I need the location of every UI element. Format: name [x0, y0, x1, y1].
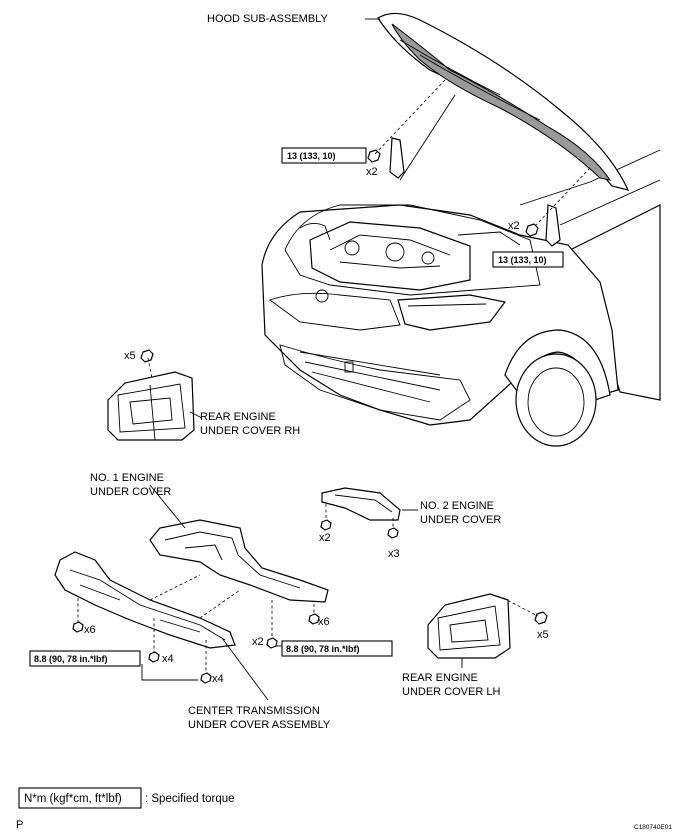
torque-box-hood-right: 13 (133, 10) [492, 251, 564, 268]
label-center-trans-line2: UNDER COVER ASSEMBLY [188, 719, 331, 731]
lh-cover-bolt-leader [502, 597, 539, 617]
qty-no2-right: x3 [388, 548, 400, 560]
qty-hood-left: x2 [366, 166, 378, 178]
center-transmission-label-leader [221, 637, 269, 701]
label-center-trans-line1: CENTER TRANSMISSION [188, 705, 320, 717]
torque-box-under-left: 8.8 (90, 78 in.*lbf) [29, 650, 141, 667]
rh-cover-label-leader [189, 411, 203, 419]
legend-unit-box-text: N*m (kgf*cm, ft*lbf) [24, 793, 122, 805]
center-to-no1-link-a [149, 574, 201, 601]
no2-engine-under-cover-part [321, 487, 401, 521]
label-hood-sub-assembly: HOOD SUB-ASSEMBLY [207, 13, 328, 25]
torque-box-hood-left: 13 (133, 10) [281, 147, 367, 164]
torque-hood-left: 13 (133, 10) [287, 151, 336, 161]
qty-no1-left: x6 [84, 624, 96, 636]
no1-cover-label-leader [149, 484, 186, 529]
torque-hood-right: 13 (133, 10) [498, 255, 547, 265]
figure-code: C180740E01 [634, 824, 672, 831]
qty-no2-left: x2 [319, 532, 331, 544]
label-no2-line2: UNDER COVER [420, 514, 501, 526]
under-left-torque-bracket [141, 664, 198, 681]
rh-cover-bolt-leader [147, 357, 153, 379]
torque-box-under-right: 8.8 (90, 78 in.*lbf) [281, 640, 393, 657]
qty-no1-right: x6 [318, 616, 330, 628]
hood-sub-assembly-part [365, 12, 630, 191]
rear-engine-under-cover-rh-part [107, 371, 195, 441]
no1-engine-under-cover-part [149, 519, 329, 603]
qty-no1-mid: x2 [252, 636, 264, 648]
hood-bolt-right-leader [534, 167, 591, 227]
no2-cover-bolt-right-icon [387, 527, 399, 539]
hood-bolt-left-icon [367, 149, 381, 163]
rear-engine-under-cover-lh-part [427, 593, 511, 659]
label-no1-line2: UNDER COVER [90, 486, 171, 498]
qty-lh-cover: x5 [537, 629, 549, 641]
no2-cover-bolt-left-icon [320, 519, 332, 531]
ctr-cover-bolt-a-icon [148, 651, 160, 663]
torque-under-right: 8.8 (90, 78 in.*lbf) [286, 644, 360, 654]
no1-cover-bolt-mid-icon [266, 637, 278, 649]
label-rear-lh-line1: REAR ENGINE [402, 672, 478, 684]
lh-cover-bolt-icon [534, 611, 548, 625]
hood-bolt-right-icon [525, 223, 539, 237]
center-transmission-under-cover-part [54, 551, 236, 649]
label-no1-line1: NO. 1 ENGINE [90, 472, 164, 484]
rh-cover-bolt-icon [140, 349, 154, 363]
qty-rh-cover: x5 [124, 350, 136, 362]
no1-cover-bolt-right-icon [308, 613, 320, 625]
center-to-no1-link-b [199, 589, 241, 619]
hood-bolt-left-leader [374, 79, 446, 155]
qty-ctr-b: x4 [212, 673, 224, 685]
hood-hinge-left [389, 137, 405, 179]
label-rear-lh-line2: UNDER COVER LH [402, 686, 500, 698]
no1-cover-bolt-left-icon [72, 621, 84, 633]
corner-letter: P [16, 819, 23, 831]
no2-cover-bolt-leaders [325, 504, 394, 528]
legend-description: : Specified torque [145, 793, 235, 805]
label-rear-rh-line2: UNDER COVER RH [200, 425, 300, 437]
qty-hood-right: x2 [508, 220, 520, 232]
torque-under-left: 8.8 (90, 78 in.*lbf) [34, 654, 108, 664]
ctr-cover-bolt-b-icon [200, 672, 212, 684]
label-rear-rh-line1: REAR ENGINE [200, 411, 276, 423]
label-no2-line1: NO. 2 ENGINE [420, 500, 494, 512]
qty-ctr-a: x4 [162, 653, 174, 665]
hood-hinge-right [545, 204, 561, 247]
vehicle-front-illustration [261, 149, 661, 447]
torque-legend: N*m (kgf*cm, ft*lbf) : Specified torque [18, 787, 235, 809]
